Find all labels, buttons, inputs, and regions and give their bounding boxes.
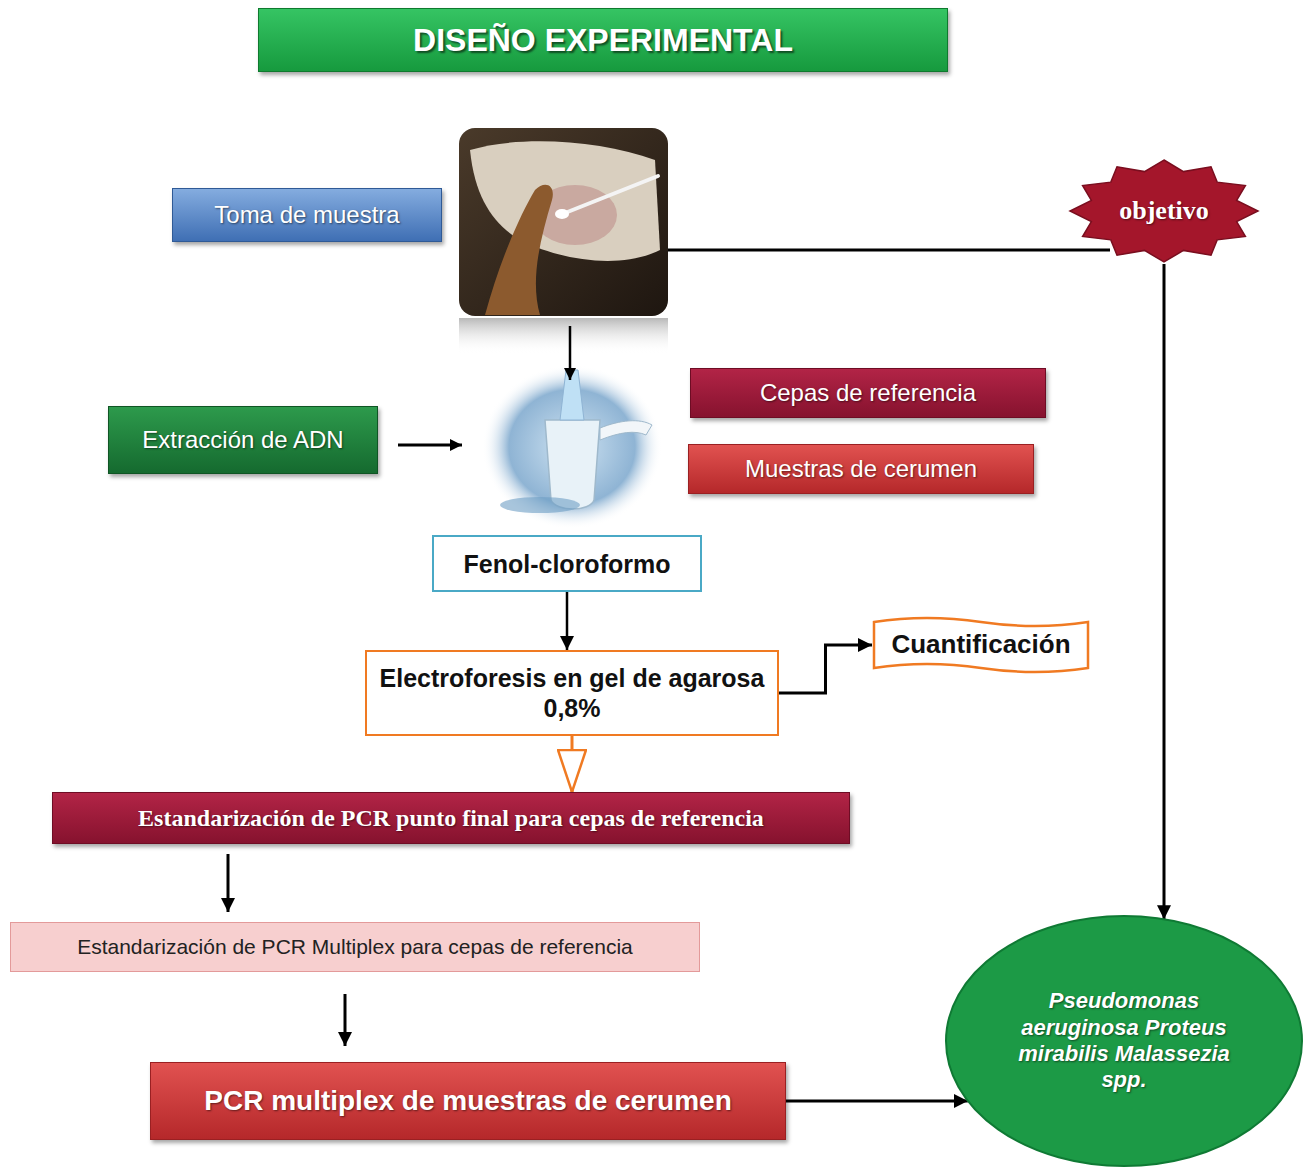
swab-tip [555,209,569,219]
star-shape [1070,160,1258,262]
photo-reflection [459,318,668,354]
node-text: Estandarización de PCR punto final para … [138,804,764,833]
connector-arrow [227,854,230,912]
connector-arrow [786,1100,968,1103]
method-box: Fenol-cloroformo [432,535,702,592]
process-box: Electroforesis en gel de agarosa 0,8% [365,650,779,736]
node-text: Toma de muestra [214,201,399,230]
node-text: Cepas de referencia [760,379,976,408]
process-box: PCR multiplex de muestras de cerumen [150,1062,786,1140]
process-box: Extracción de ADN [108,406,378,474]
node-text: Pseudomonas aeruginosa Proteus mirabilis… [1014,988,1234,1094]
tube [545,420,600,509]
tube-photo [482,365,662,529]
wave-shape [874,618,1088,672]
tube-background [482,365,662,529]
node-text: Cuantificación [891,629,1070,660]
node-text: Extracción de ADN [142,426,343,455]
tube-lid [600,421,652,440]
objective-line [668,249,1110,252]
sample-photo [459,128,668,354]
objective-star: objetivo [1068,158,1260,264]
pipette-tip [560,370,584,420]
process-box: Estandarización de PCR punto final para … [52,792,850,844]
connector-arrow [1163,264,1166,919]
node-text: objetivo [1119,195,1209,226]
photo-frame [459,128,668,316]
connector-arrow [779,645,872,693]
node-text: Estandarización de PCR Multiplex para ce… [77,934,633,959]
process-box: Toma de muestra [172,188,442,242]
node-text: Fenol-cloroformo [464,549,671,579]
category-box: Cepas de referencia [690,368,1046,418]
target-circle: Pseudomonas aeruginosa Proteus mirabilis… [944,914,1304,1168]
title-text: DISEÑO EXPERIMENTAL [413,22,793,59]
connector-arrow [571,736,574,792]
result-banner: Cuantificación [872,614,1090,676]
process-box: Estandarización de PCR Multiplex para ce… [10,922,700,972]
node-text: PCR multiplex de muestras de cerumen [204,1084,732,1118]
connector-arrow [344,994,347,1046]
arrow-line [398,444,462,447]
hand [485,185,553,315]
node-text: Electroforesis en gel de agarosa 0,8% [379,663,765,723]
node-text: Muestras de cerumen [745,455,977,484]
circle-shape [946,916,1302,1166]
arrow-line [569,326,572,380]
category-box: Muestras de cerumen [688,444,1034,494]
tube-rack [500,497,580,513]
title-banner: DISEÑO EXPERIMENTAL [258,8,948,72]
swab [560,176,658,215]
dog-fur [470,141,660,261]
connector-arrow [566,592,569,650]
